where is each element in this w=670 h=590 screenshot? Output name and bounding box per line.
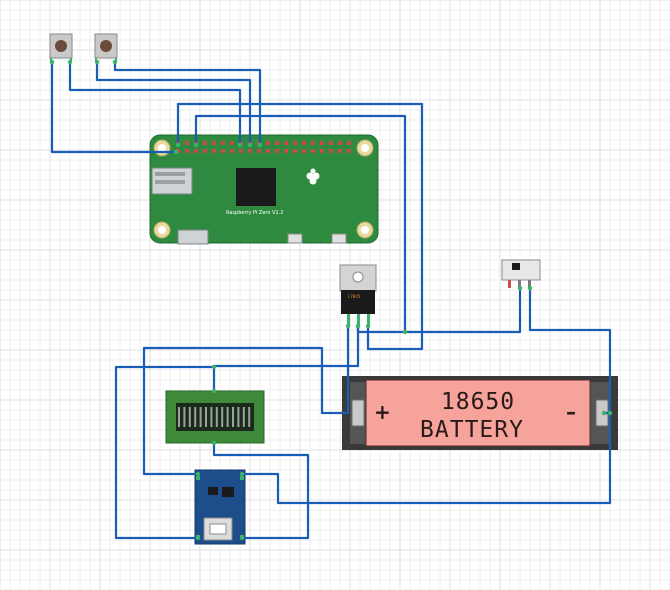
gpio-pin (221, 149, 225, 153)
wire[interactable] (176, 102, 424, 351)
gpio-pin (248, 149, 252, 153)
wire-layer[interactable] (49, 59, 613, 541)
wire-endpoint[interactable] (237, 142, 243, 148)
wire-endpoint[interactable] (239, 535, 245, 541)
wire-endpoint[interactable] (112, 59, 118, 65)
board-label: Raspberry Pi Zero V1.2 (226, 210, 283, 216)
wire[interactable] (113, 62, 262, 145)
wire-endpoint[interactable] (195, 535, 201, 541)
gpio-pin (221, 141, 225, 145)
gpio-pin (185, 149, 189, 153)
wire-endpoint[interactable] (239, 471, 245, 477)
gpio-pin (203, 141, 207, 145)
wire[interactable] (212, 326, 360, 391)
wire[interactable] (114, 365, 214, 540)
gpio-pin (329, 149, 333, 153)
wire[interactable] (50, 62, 176, 154)
wire-endpoint[interactable] (247, 142, 253, 148)
wire[interactable] (405, 288, 522, 334)
charger-module[interactable] (194, 469, 246, 545)
gpio-pin (338, 149, 342, 153)
usb-port-2 (331, 233, 347, 244)
gpio-pin (293, 149, 297, 153)
gpio-pin (311, 149, 315, 153)
wire-endpoint[interactable] (94, 59, 100, 65)
gpio-pin (275, 141, 279, 145)
battery-line-1: 18650 (441, 389, 515, 415)
gpio-pin (302, 149, 306, 153)
gpio-pin (302, 141, 306, 145)
gpio-pin (311, 141, 315, 145)
gpio-pin (176, 149, 180, 153)
wire-endpoint[interactable] (365, 323, 371, 329)
gpio-pin (257, 149, 261, 153)
gpio-pin (185, 141, 189, 145)
push-button-1[interactable] (49, 33, 73, 62)
battery-holder[interactable]: + – 18650 BATTERY (342, 376, 618, 450)
battery-plus-sign: + (374, 400, 391, 424)
raspberry-pi-zero-board[interactable]: Raspberry Pi Zero V1.2 (149, 134, 379, 245)
gpio-pin (230, 149, 234, 153)
gpio-pin (338, 141, 342, 145)
battery-contact-plus (351, 399, 365, 427)
wire-endpoint[interactable] (601, 410, 607, 416)
wire-endpoint[interactable] (173, 149, 179, 155)
battery-line-2: BATTERY (420, 417, 524, 443)
cpu-chip (236, 168, 276, 206)
gpio-pin (347, 149, 351, 153)
gpio-pin (284, 141, 288, 145)
wire-endpoint[interactable] (607, 410, 613, 416)
usb-port-1 (287, 233, 303, 244)
gpio-pin (212, 141, 216, 145)
switch-knob[interactable] (512, 263, 520, 270)
gpio-pin (347, 141, 351, 145)
wire[interactable] (68, 62, 242, 145)
wire-endpoint[interactable] (517, 285, 523, 291)
wire-endpoint[interactable] (49, 59, 55, 65)
wire-endpoint[interactable] (175, 142, 181, 148)
battery-minus-sign: – (566, 400, 576, 424)
wire-endpoint[interactable] (195, 471, 201, 477)
gpio-pin (266, 141, 270, 145)
gpio-pin (194, 149, 198, 153)
wire-endpoint[interactable] (345, 323, 351, 329)
wire-endpoint[interactable] (402, 329, 408, 335)
slide-switch[interactable] (501, 259, 541, 288)
gpio-pin (320, 141, 324, 145)
wire[interactable] (142, 326, 350, 476)
gpio-pin (275, 149, 279, 153)
wire-endpoint[interactable] (211, 440, 217, 446)
wire-endpoint[interactable] (211, 364, 217, 370)
gpio-pin (329, 141, 333, 145)
gpio-pin (239, 149, 243, 153)
gpio-pin (203, 149, 207, 153)
battery-cell (365, 379, 591, 447)
wire[interactable] (242, 413, 612, 505)
wire-endpoint[interactable] (257, 142, 263, 148)
voltage-regulator[interactable]: L7805 (339, 264, 377, 326)
gpio-pin (266, 149, 270, 153)
gpio-pin (320, 149, 324, 153)
wire[interactable] (212, 443, 310, 540)
gpio-pin (212, 149, 216, 153)
raspberry-logo-icon (306, 168, 320, 185)
wire-endpoint[interactable] (355, 323, 361, 329)
regulator-marking: L7805 (348, 294, 361, 299)
wire-endpoint[interactable] (211, 388, 217, 394)
gpio-pin (293, 141, 297, 145)
display-module[interactable] (165, 390, 265, 444)
gpio-pin (230, 141, 234, 145)
wire-endpoint[interactable] (193, 142, 199, 148)
wire-endpoint[interactable] (527, 285, 533, 291)
wire-endpoint[interactable] (67, 59, 73, 65)
gpio-pin (284, 149, 288, 153)
push-button-2[interactable] (94, 33, 118, 62)
wire[interactable] (95, 62, 252, 145)
mini-hdmi-port (177, 229, 209, 245)
